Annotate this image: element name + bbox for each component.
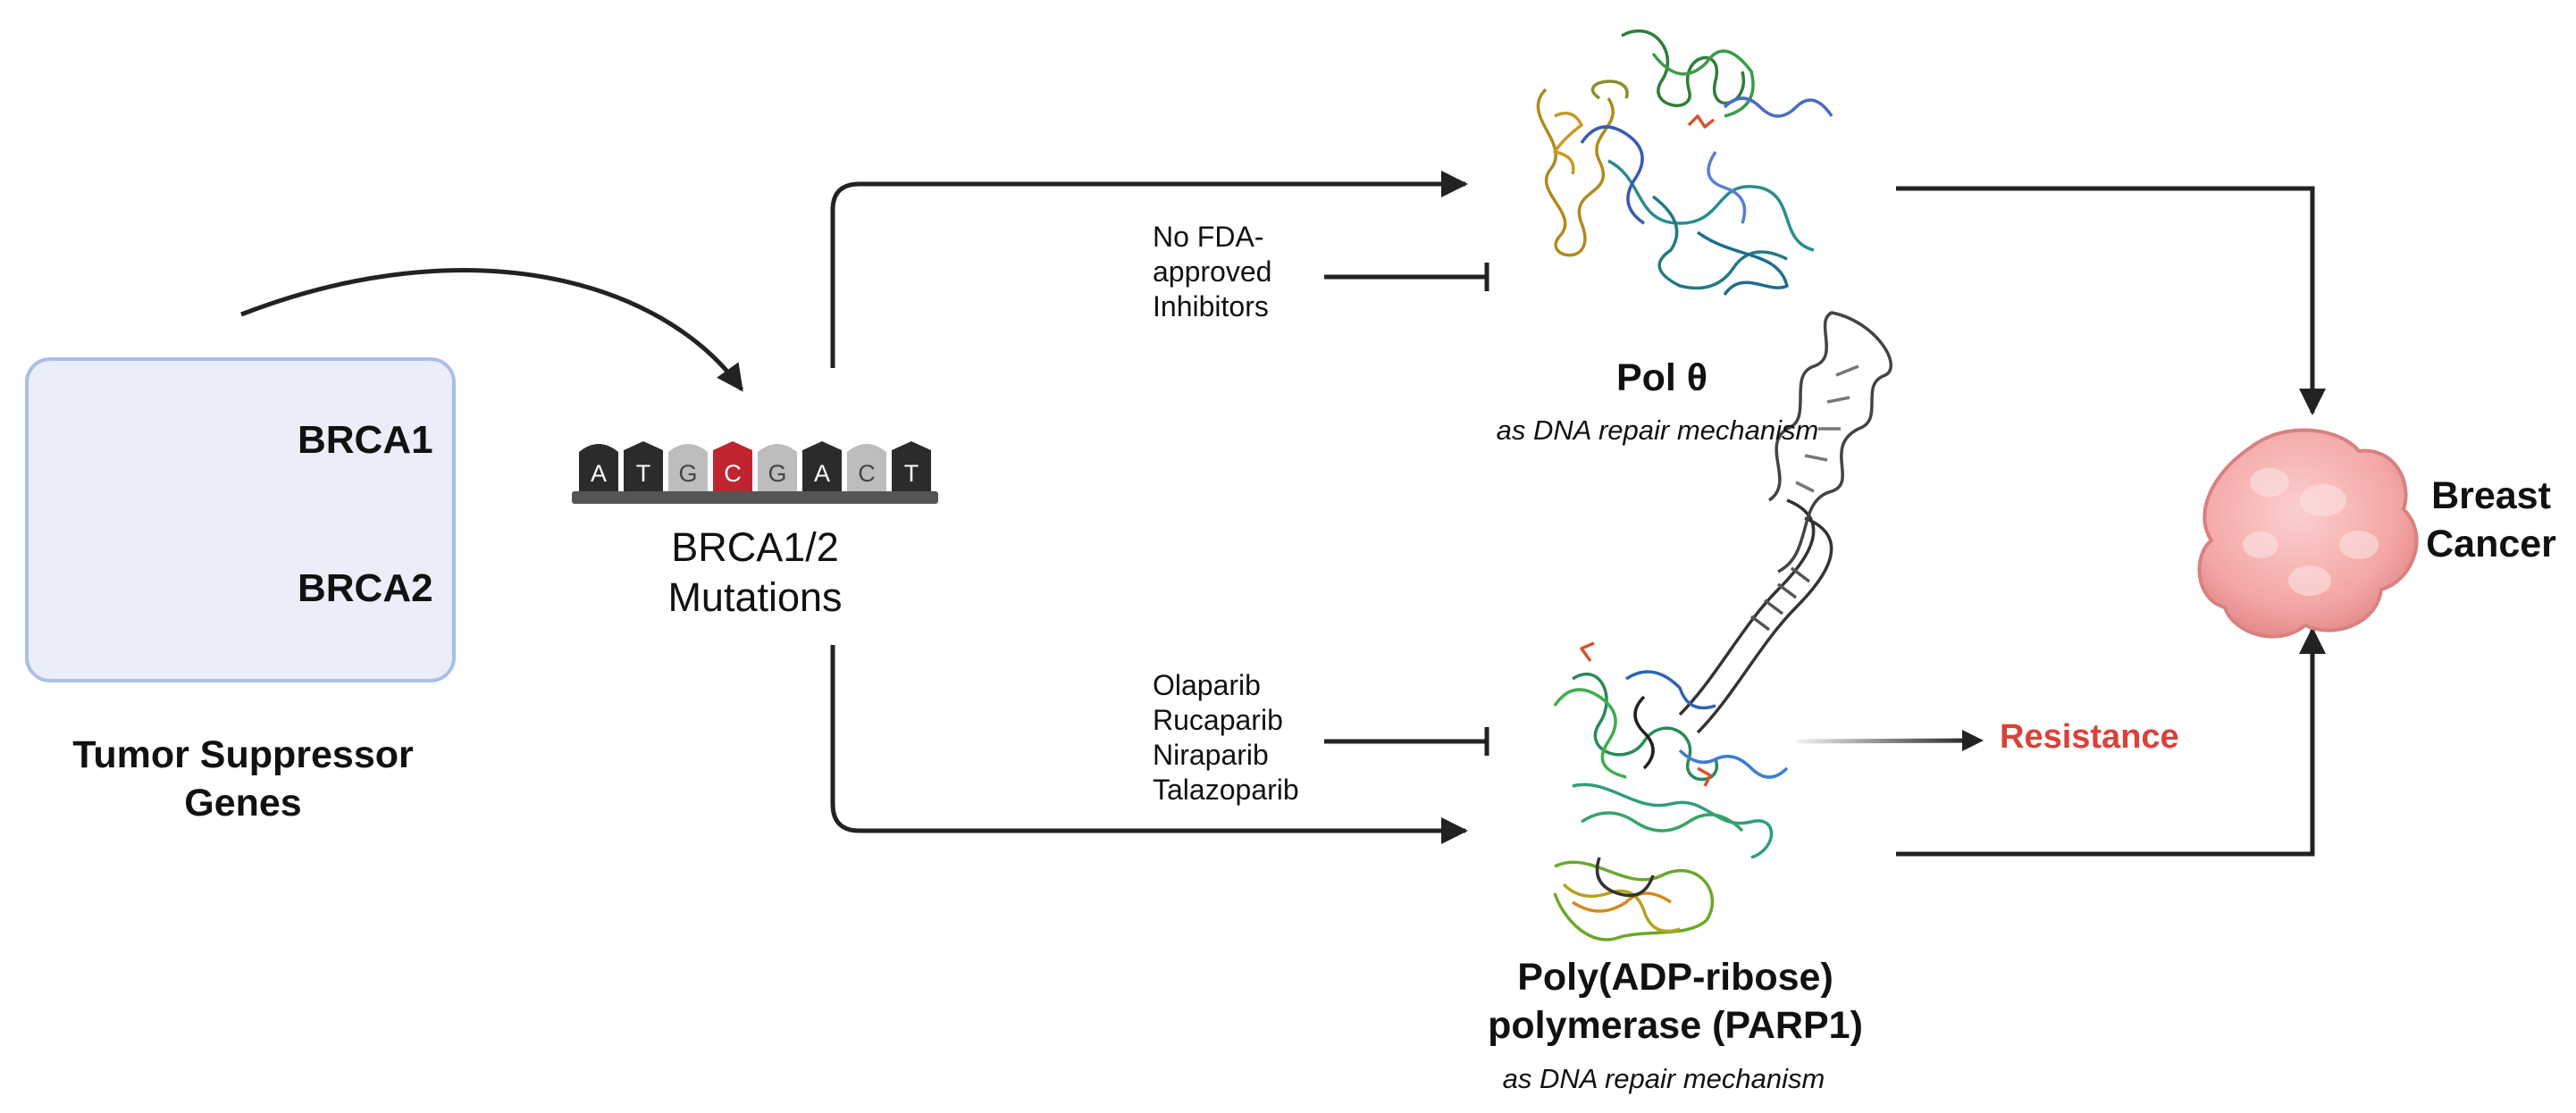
nucleotide-tile: C xyxy=(713,441,752,491)
pol-theta-inhibition-line xyxy=(1324,263,1489,291)
nucleotide-tile: A xyxy=(579,444,618,491)
inhibitor-rucaparib: Rucaparib xyxy=(1153,704,1283,736)
parp1-subtitle: as DNA repair mechanism xyxy=(1502,1063,1825,1094)
nucleotide-tile: T xyxy=(624,441,663,491)
tumor-suppressor-gene-panel xyxy=(25,357,456,682)
nucleotide-letter: C xyxy=(858,460,876,487)
nucleotide-letter: T xyxy=(904,460,919,487)
nucleotide-tile: G xyxy=(668,444,708,491)
nucleotide-tile: T xyxy=(892,441,931,491)
parp1-inhibition-line xyxy=(1324,727,1489,756)
gene-label-brca1: BRCA1 xyxy=(298,418,433,462)
nucleotide-letter: G xyxy=(768,460,786,487)
sequence-baseplate xyxy=(572,491,938,504)
parp1-title: Poly(ADP-ribose) polymerase (PARP1) xyxy=(1488,956,1863,1047)
gene-label-brca2: BRCA2 xyxy=(298,566,433,610)
nucleotide-tile: A xyxy=(802,441,842,491)
nucleotide-tile: G xyxy=(758,444,797,491)
nucleotide-letter: G xyxy=(678,460,697,487)
parp1-protein-icon xyxy=(1553,311,1892,941)
nucleotide-letter: A xyxy=(591,460,607,487)
parp-inhibitor-list: Olaparib Rucaparib Niraparib Talazoparib xyxy=(1153,668,1299,808)
nucleotide-letter: A xyxy=(814,460,830,487)
inhibitor-olaparib: Olaparib xyxy=(1153,669,1261,701)
parp1-to-cancer-arrow xyxy=(1896,627,2326,857)
arrow-to-pol-theta xyxy=(830,171,1468,368)
genes-to-mutations-arrow xyxy=(240,268,744,392)
pol-theta-protein-icon xyxy=(1536,29,1833,297)
mutation-label: BRCA1/2 Mutations xyxy=(667,524,843,620)
pol-theta-subtitle: as DNA repair mechanism xyxy=(1496,414,1819,446)
pol-theta-inhibitor-note: No FDA- approved Inhibitors xyxy=(1153,221,1272,322)
tumor-icon xyxy=(2197,428,2419,639)
breast-cancer-label: Breast Cancer xyxy=(2426,474,2556,565)
arrow-to-parp1 xyxy=(830,645,1468,844)
gene-panel-title: Tumor Suppressor Genes xyxy=(72,733,414,824)
nucleotide-tile: C xyxy=(847,444,886,491)
resistance-label: Resistance xyxy=(2000,718,2179,756)
inhibitor-niraparib: Niraparib xyxy=(1153,739,1269,771)
nucleotide-letter: T xyxy=(636,460,651,487)
inhibitor-talazoparib: Talazoparib xyxy=(1153,774,1299,806)
pol-theta-to-cancer-arrow xyxy=(1896,186,2326,415)
pol-theta-title: Pol θ xyxy=(1615,356,1708,399)
nucleotide-letter: C xyxy=(724,460,742,487)
